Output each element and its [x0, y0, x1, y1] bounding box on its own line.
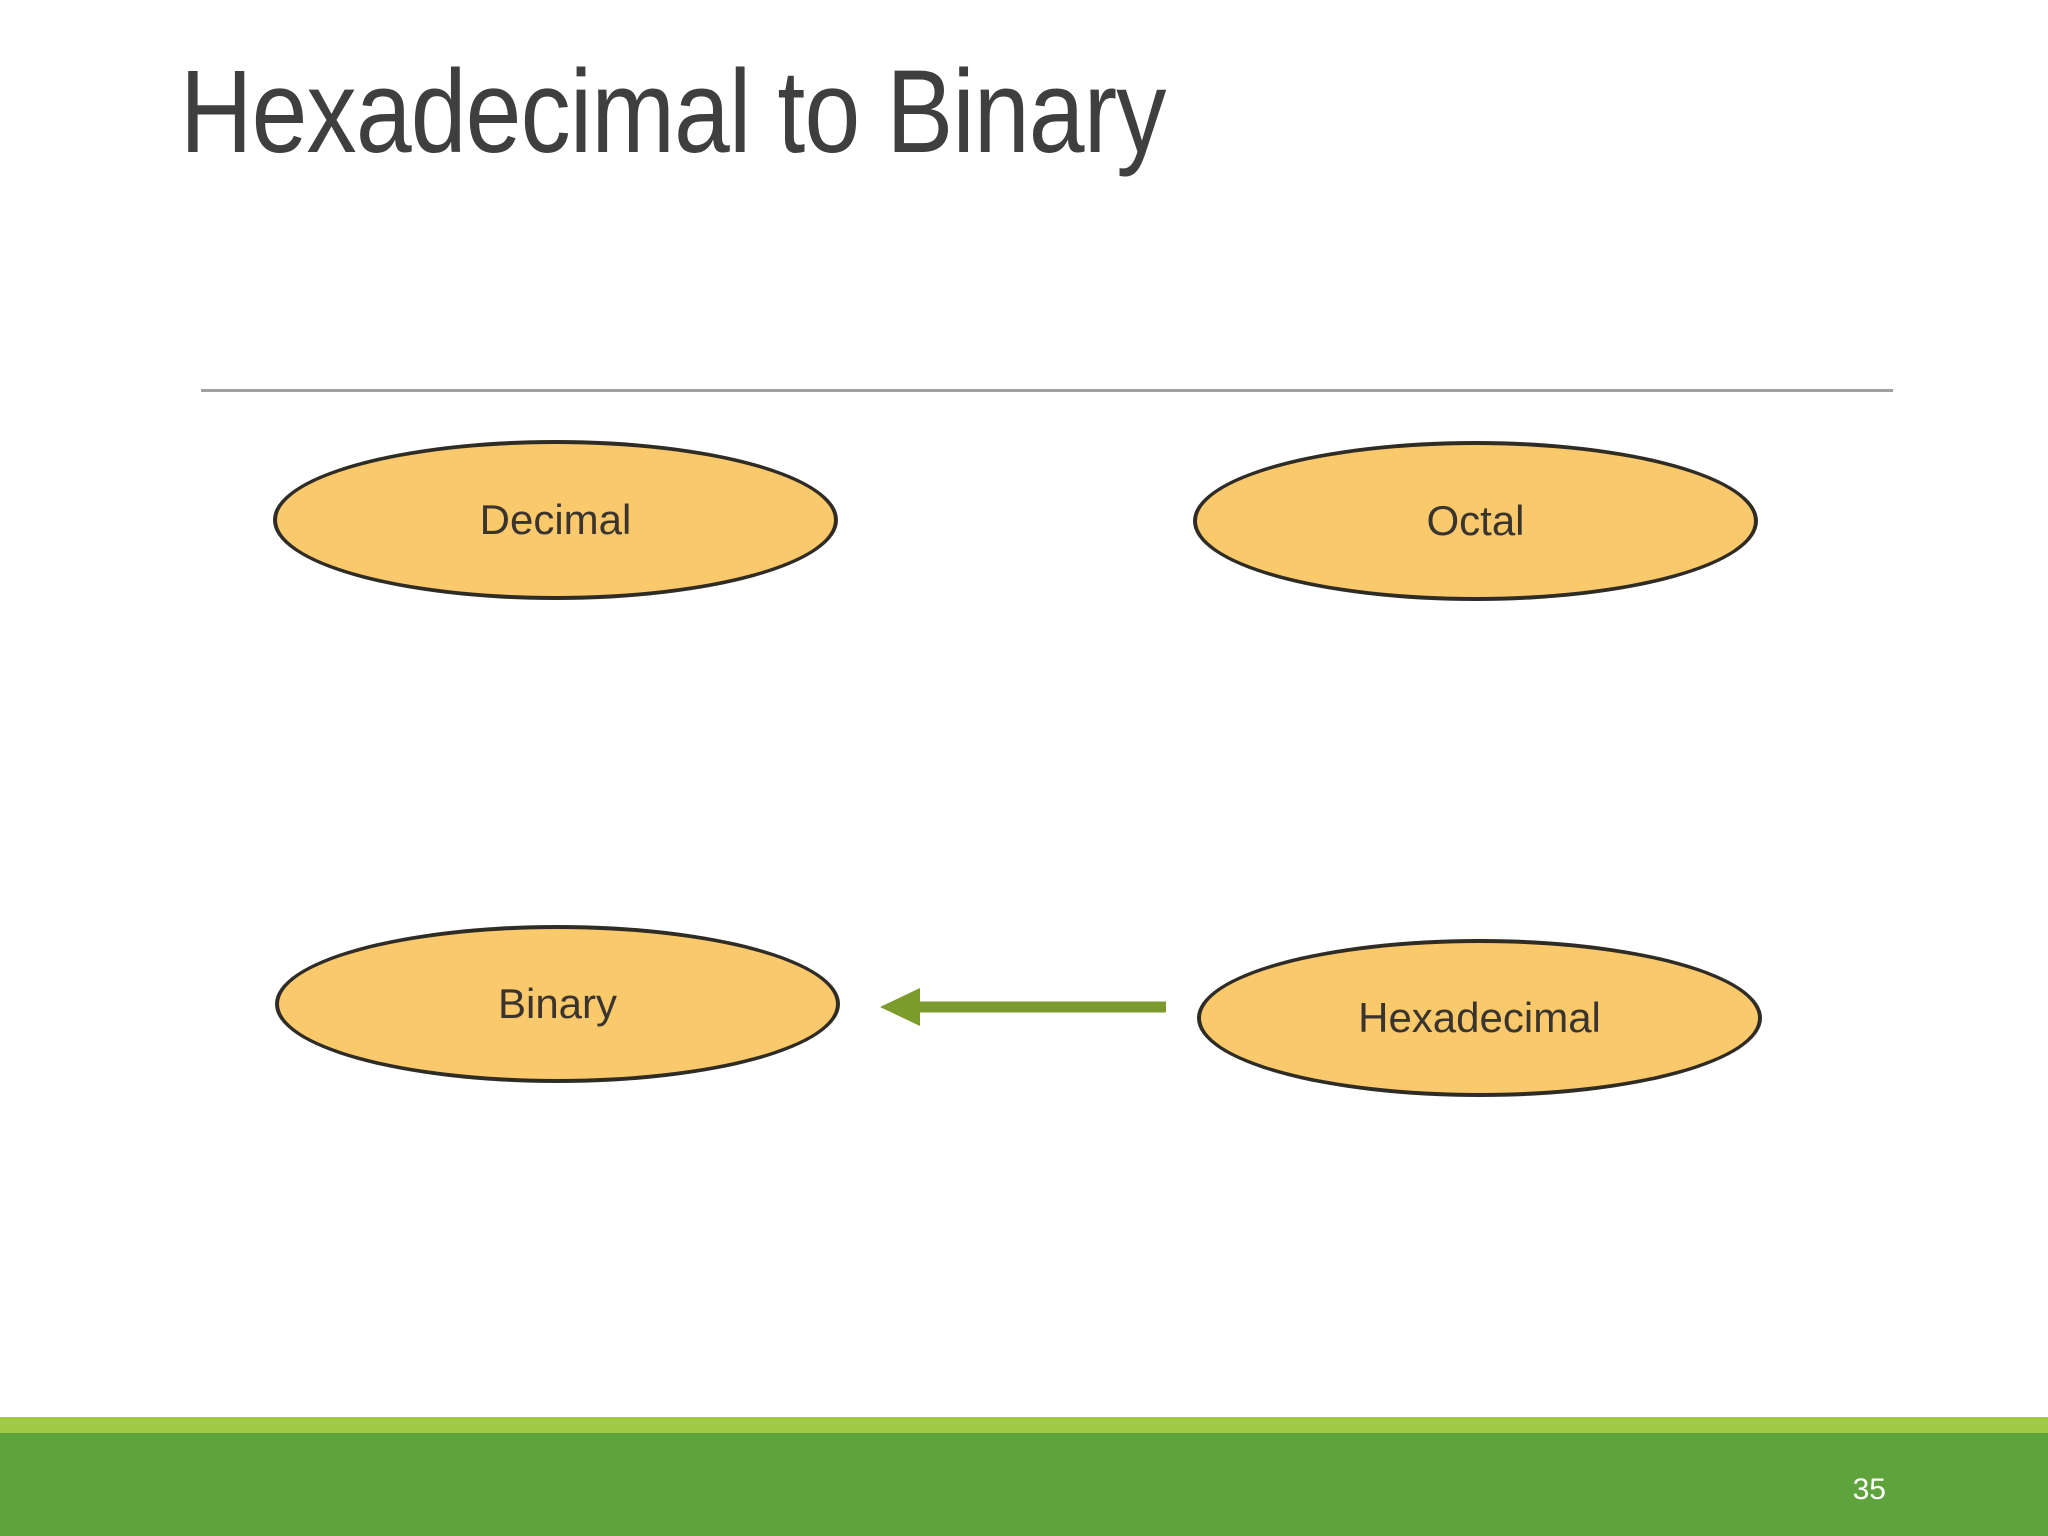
node-hexadecimal-label: Hexadecimal	[1358, 994, 1601, 1041]
node-octal: Octal	[1193, 441, 1758, 601]
node-decimal-label: Decimal	[479, 496, 632, 543]
node-hexadecimal: Hexadecimal	[1197, 939, 1762, 1097]
node-binary-label: Binary	[497, 980, 618, 1027]
slide-title: Hexadecimal to Binary	[180, 46, 1166, 178]
footer-bar: 35	[0, 1433, 2048, 1536]
node-octal-label: Octal	[1426, 497, 1525, 544]
footer-accent-strip	[0, 1417, 2048, 1433]
hex-to-binary-arrow-icon	[880, 988, 1166, 1026]
node-binary: Binary	[275, 925, 840, 1083]
node-decimal: Decimal	[273, 440, 838, 600]
title-divider-line	[201, 389, 1893, 392]
page-number: 35	[1852, 1473, 1886, 1506]
